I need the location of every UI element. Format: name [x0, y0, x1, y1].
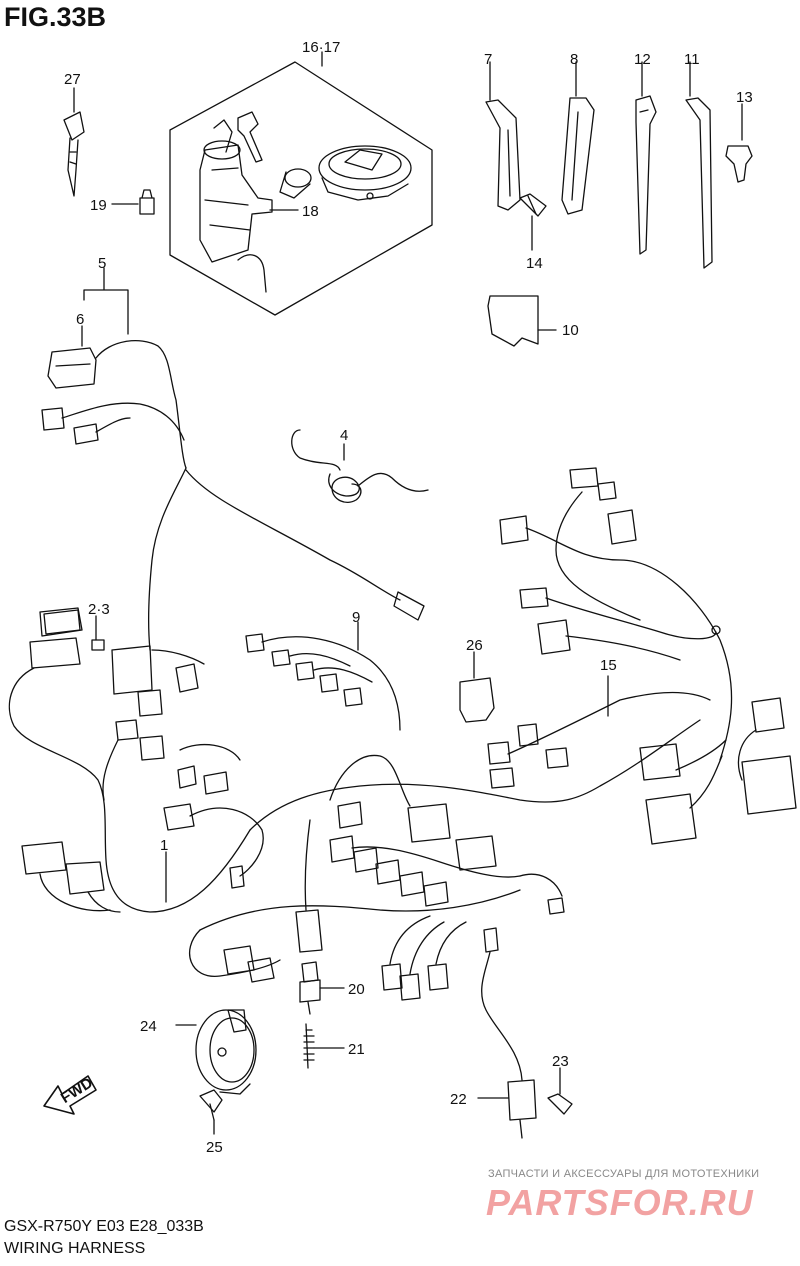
callout-19: 19 — [90, 197, 107, 214]
callout-13: 13 — [736, 89, 753, 106]
ignition-switch-assembly — [169, 61, 433, 316]
callout-1: 1 — [160, 837, 168, 854]
bolt-14 — [519, 193, 547, 217]
pad-10 — [487, 295, 539, 347]
callout-14: 14 — [526, 255, 543, 272]
callout-7: 7 — [484, 51, 492, 68]
clamp-12 — [635, 95, 657, 255]
callout-22: 22 — [450, 1091, 467, 1108]
callout-23: 23 — [552, 1053, 569, 1070]
callout-11: 11 — [684, 51, 700, 68]
callout-15: 15 — [600, 657, 617, 674]
bracket-7 — [485, 99, 521, 211]
horn-24 — [195, 1009, 257, 1095]
callout-27: 27 — [64, 71, 81, 88]
clip-13 — [725, 145, 753, 183]
callout-24: 24 — [140, 1018, 157, 1035]
callout-5: 5 — [98, 255, 106, 272]
callout-labels: 1 2·3 4 5 6 7 8 9 10 11 12 13 14 15 16·17 18 19 20 21 22 23 2… — [64, 39, 753, 1156]
spring-4 — [291, 429, 429, 503]
callout-18: 18 — [302, 203, 319, 220]
callout-9: 9 — [352, 609, 360, 626]
sensor-22 — [481, 927, 537, 1139]
sub-harness-9 — [245, 633, 401, 731]
callout-2-3: 2·3 — [88, 601, 110, 618]
callout-21: 21 — [348, 1041, 365, 1058]
section-name: WIRING HARNESS — [4, 1240, 146, 1257]
connector-2-3 — [43, 609, 105, 651]
callout-16-17: 16·17 — [302, 39, 340, 56]
callout-10: 10 — [562, 322, 579, 339]
watermark-tagline: ЗАПЧАСТИ И АКСЕССУАРЫ ДЛЯ МОТОТЕХНИКИ — [488, 1168, 760, 1180]
neutral-switch-20 — [299, 961, 321, 1015]
clamp-11 — [685, 97, 713, 269]
callout-26: 26 — [466, 637, 483, 654]
figure-title: FIG.33B — [4, 2, 107, 32]
bolt-25 — [199, 1089, 223, 1121]
callout-6: 6 — [76, 311, 84, 328]
relay-26 — [459, 677, 495, 723]
forward-direction-arrow — [43, 1075, 97, 1115]
callout-8: 8 — [570, 51, 578, 68]
callout-25: 25 — [206, 1139, 223, 1156]
model-code: GSX-R750Y E03 E28_033B — [4, 1218, 204, 1235]
bracket-8 — [561, 97, 595, 215]
bolt-23 — [547, 1093, 573, 1115]
spring-21 — [303, 1023, 315, 1069]
watermark-brand: PARTSFOR.RU — [486, 1182, 754, 1223]
main-harness — [8, 340, 797, 1001]
callout-4: 4 — [340, 427, 348, 444]
screw-19 — [139, 189, 155, 215]
callout-12: 12 — [634, 51, 651, 68]
callout-20: 20 — [348, 981, 365, 998]
ignition-key — [63, 111, 85, 197]
leader-lines — [73, 51, 743, 1135]
